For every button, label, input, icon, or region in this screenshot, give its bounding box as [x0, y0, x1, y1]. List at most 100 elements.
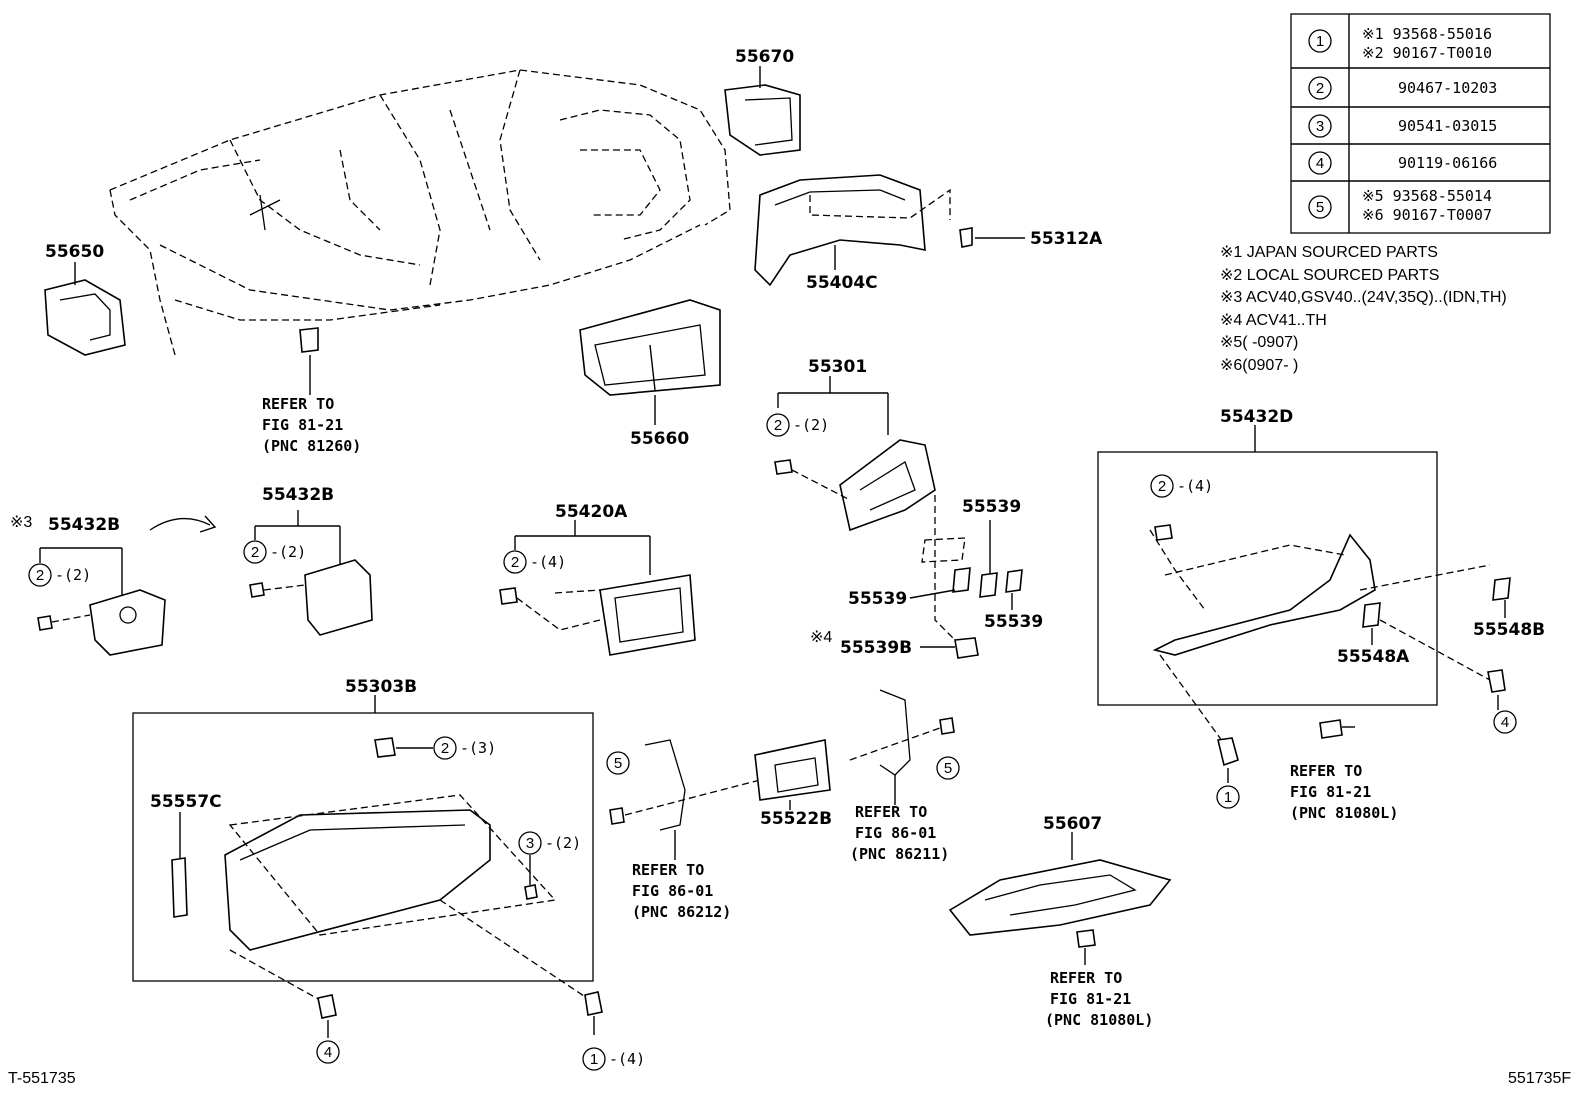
callout-55301-qty: -(2): [793, 416, 829, 434]
parts-legend-table: 1 ※1 93568-55016 ※2 90167-T0010 2 90467-…: [1290, 13, 1551, 234]
callout-55420a-qty: -(4): [530, 553, 566, 571]
note-5: ※5( -0907): [1220, 334, 1298, 351]
callout-55432d-qty: -(4): [1177, 477, 1213, 495]
ref-86212-line3: (PNC 86212): [632, 903, 731, 921]
ref-81260: REFER TO FIG 81-21 (PNC 81260): [262, 395, 361, 455]
legend-num-5: 5: [1316, 199, 1324, 216]
legend-part-4: 90119-06166: [1398, 154, 1497, 172]
ref-81260-line3: (PNC 81260): [262, 437, 361, 455]
legend-part-1a: ※1 93568-55016: [1362, 25, 1492, 43]
ref-81080l-a-line2: FIG 81-21: [1290, 783, 1371, 801]
label-55650: 55650: [45, 242, 104, 262]
instrument-panel-phantom: [109, 69, 731, 356]
cover-55432b-left: [37, 515, 217, 656]
ref-81080l-b-line3: (PNC 81080L): [1045, 1011, 1153, 1029]
legend-part-5a: ※5 93568-55014: [1362, 187, 1492, 205]
legend-part-1b: ※2 90167-T0010: [1362, 44, 1492, 62]
label-55432b: 55432B: [262, 485, 334, 505]
ref-86212: REFER TO FIG 86-01 (PNC 86212): [632, 861, 731, 921]
legend-num-3: 3: [1316, 118, 1324, 135]
label-55404c: 55404C: [806, 273, 878, 293]
callout-bottom-right-qty: -(4): [609, 1050, 645, 1068]
callout-5-right-num: 5: [944, 760, 952, 777]
ref-81080l-a-line1: REFER TO: [1290, 762, 1362, 780]
callout-55432b-left-qty: -(2): [55, 566, 91, 584]
callout-55303b-clip-num: 2: [441, 740, 449, 757]
connector-81260: [299, 327, 319, 395]
label-55539-top: 55539: [962, 497, 1021, 517]
ref-81080l-a-line3: (PNC 81080L): [1290, 804, 1398, 822]
label-55670: 55670: [735, 47, 794, 67]
illustration-id-left: T-551735: [8, 1070, 76, 1087]
clip-55312a: [959, 227, 1025, 248]
footnotes: ※1 JAPAN SOURCED PARTS ※2 LOCAL SOURCED …: [1220, 244, 1507, 374]
note-1: ※1 JAPAN SOURCED PARTS: [1220, 244, 1438, 261]
label-55539-left: 55539: [848, 589, 907, 609]
legend-num-4: 4: [1316, 155, 1324, 172]
note-2: ※2 LOCAL SOURCED PARTS: [1220, 267, 1439, 284]
bracket-55420a: [499, 520, 696, 656]
illustration-id-right: 551735F: [1508, 1070, 1571, 1087]
label-55557c: 55557C: [150, 792, 222, 812]
callout-bottom-right-num: 1: [590, 1051, 598, 1068]
ref-86212-line2: FIG 86-01: [632, 882, 713, 900]
label-55420a: 55420A: [555, 502, 628, 522]
label-55539b: 55539B: [840, 638, 912, 658]
callout-bottom-left-num: 4: [324, 1044, 332, 1061]
ref-86211-line1: REFER TO: [855, 803, 927, 821]
legend-part-3: 90541-03015: [1398, 117, 1497, 135]
legend-part-2: 90467-10203: [1398, 79, 1497, 97]
label-55548b: 55548B: [1473, 620, 1545, 640]
panel-55301: [774, 376, 936, 532]
label-55432d: 55432D: [1220, 407, 1293, 427]
note-6: ※6(0907- ): [1220, 357, 1298, 374]
ref-86211-line3: (PNC 86211): [850, 845, 949, 863]
label-55539b-note: ※4: [810, 629, 832, 646]
ref-81080l-b: REFER TO FIG 81-21 (PNC 81080L): [1045, 969, 1153, 1029]
ref-81080l-b-line1: REFER TO: [1050, 969, 1122, 987]
callout-55420a-num: 2: [511, 554, 519, 571]
center-vent-55660: [579, 299, 721, 425]
label-55303b: 55303B: [345, 677, 417, 697]
callout-5-left-num: 5: [614, 755, 622, 772]
label-55539-right: 55539: [984, 612, 1043, 632]
tray-55607: [948, 832, 1172, 965]
connector-81080l-a: [1319, 719, 1355, 739]
callout-55303b-clip-qty: -(3): [460, 739, 496, 757]
ref-81260-line1: REFER TO: [262, 395, 334, 413]
switch-brackets: [609, 689, 955, 860]
label-55548a: 55548A: [1337, 647, 1410, 667]
callout-55432b-num: 2: [251, 544, 259, 561]
legend-num-1: 1: [1316, 33, 1324, 50]
label-55522b: 55522B: [760, 809, 832, 829]
note-4: ※4 ACV41..TH: [1220, 312, 1327, 329]
label-55432b-left-note: ※3: [10, 514, 32, 531]
label-55432b-left: 55432B: [48, 515, 120, 535]
ref-86211: REFER TO FIG 86-01 (PNC 86211): [850, 803, 949, 863]
note-3: ※3 ACV40,GSV40..(24V,35Q)..(IDN,TH): [1220, 289, 1507, 306]
ref-86211-line2: FIG 86-01: [855, 824, 936, 842]
ref-81260-line2: FIG 81-21: [262, 416, 343, 434]
label-55660: 55660: [630, 429, 689, 449]
callout-55432b-left-num: 2: [36, 567, 44, 584]
ref-81080l-a: REFER TO FIG 81-21 (PNC 81080L): [1290, 762, 1398, 822]
lower-panel-55303b: [132, 695, 603, 1038]
label-55607: 55607: [1043, 814, 1102, 834]
callout-55432d-num: 2: [1158, 478, 1166, 495]
callout-right-4-num: 4: [1501, 714, 1509, 731]
callout-55303b-nut-qty: -(2): [545, 834, 581, 852]
label-55312a: 55312A: [1030, 229, 1103, 249]
legend-num-2: 2: [1316, 80, 1324, 97]
side-vent-55650: [44, 262, 126, 356]
glovebox-frame-55432d: [1097, 425, 1511, 783]
side-vent-55670: [724, 66, 801, 156]
meter-hood-55404c: [754, 174, 951, 287]
label-55301: 55301: [808, 357, 867, 377]
legend-part-5b: ※6 90167-T0007: [1362, 206, 1492, 224]
callout-right-1-num: 1: [1224, 789, 1232, 806]
clips-55539: [909, 495, 1023, 659]
callout-55303b-nut-num: 3: [526, 835, 534, 852]
cover-55432b: [249, 510, 373, 636]
ref-81080l-b-line2: FIG 81-21: [1050, 990, 1131, 1008]
